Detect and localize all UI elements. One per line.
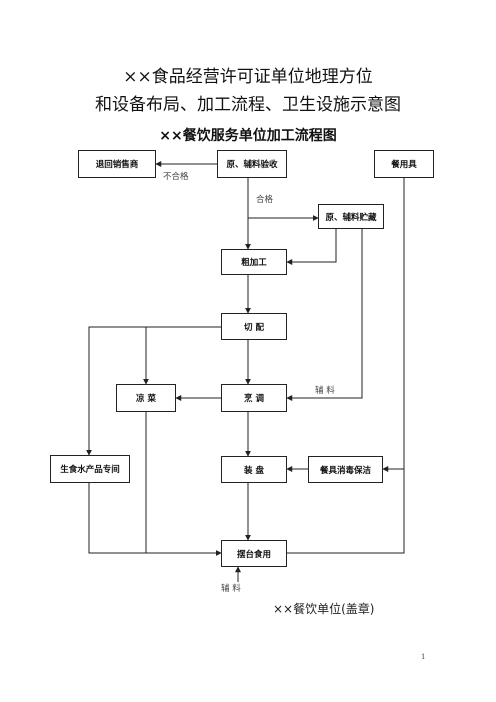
flowchart-title: ××餐饮服务单位加工流程图 (159, 128, 337, 144)
label-unqualified: 不合格 (163, 172, 189, 182)
label-qualified: 合格 (256, 195, 274, 205)
edge-tableware-to-disinfection (382, 178, 405, 472)
edge-tableware-to-serving (287, 469, 405, 554)
page-number: 1 (421, 653, 426, 661)
node-raw-storage: 原、辅料贮藏 (318, 204, 384, 229)
node-cold-dish: 凉 菜 (116, 384, 176, 412)
node-cutting: 切 配 (221, 313, 287, 340)
node-rough-processing: 粗加工 (221, 249, 287, 275)
label-auxiliary-serving: 辅 料 (221, 584, 241, 594)
title-line-1: ××食品经营许可证单位地理方位 (123, 67, 373, 87)
edge-cutting-to-seafood (86, 326, 146, 456)
edge-storage-to-rough (286, 229, 337, 265)
unit-seal-text: ××餐饮单位(盖章) (273, 602, 375, 616)
node-raw-seafood-room: 生食水产品专间 (50, 455, 130, 483)
node-cooking: 烹 调 (221, 384, 287, 412)
node-raw-inspection: 原、辅料验收 (217, 150, 287, 178)
node-return-supplier: 退回销售商 (78, 150, 156, 178)
label-auxiliary-cooking: 辅 料 (315, 386, 335, 396)
title-line-2: 和设备布局、加工流程、卫生设施示意图 (95, 95, 401, 115)
node-plating: 装 盘 (221, 456, 287, 483)
node-tableware: 餐用具 (374, 150, 434, 178)
edge-seafood-to-serving (88, 483, 222, 556)
node-tableware-disinfection: 餐具消毒保洁 (308, 456, 383, 483)
edge-storage-to-cooking (286, 229, 363, 401)
node-serving: 摆台食用 (221, 540, 287, 567)
edge-cutting-to-cold (143, 326, 221, 385)
